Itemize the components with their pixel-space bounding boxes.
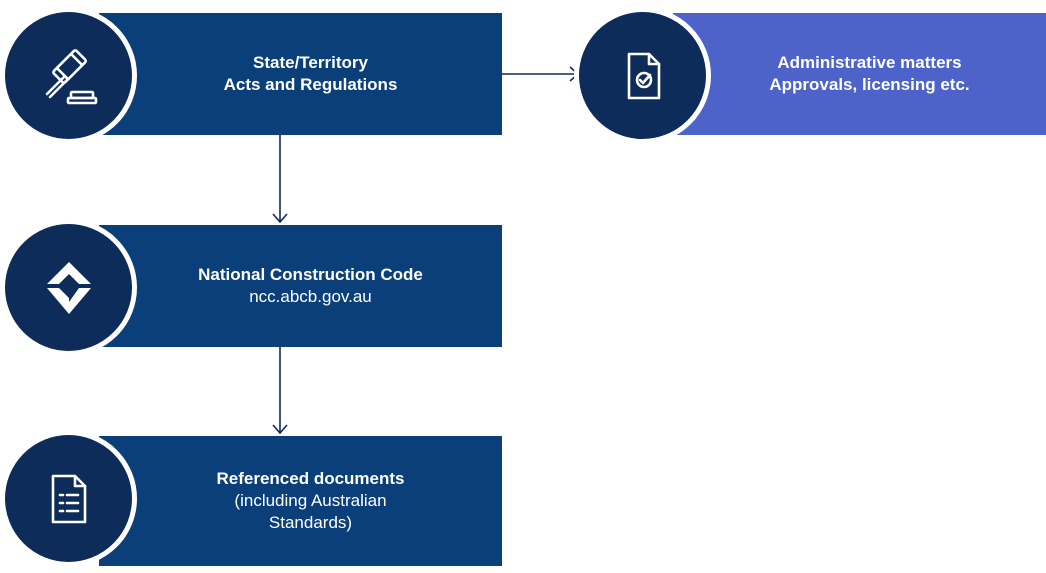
ncc-box: National Construction Code ncc.abcb.gov.… [99,225,502,347]
ncc-title: National Construction Code [198,265,423,284]
admin-box: Administrative matters Approvals, licens… [673,13,1046,135]
admin-title: Administrative matters [777,53,962,72]
acts-box: State/Territory Acts and Regulations [99,13,502,135]
node-national-construction-code: National Construction Code ncc.abcb.gov.… [0,212,505,362]
admin-icon-circle [574,7,711,144]
gavel-icon [45,48,97,104]
ncc-icon-circle [0,219,137,356]
acts-icon-circle [0,7,137,144]
refs-subtitle-line2: Standards) [268,513,353,532]
ncc-url: ncc.abcb.gov.au [249,287,372,306]
refs-subtitle: (including Australian [234,491,387,510]
refs-box: Referenced documents (including Australi… [99,436,502,566]
node-referenced-documents: Referenced documents (including Australi… [0,423,505,573]
document-check-icon [627,52,660,99]
refs-title: Referenced documents [216,469,405,488]
node-acts-regulations: State/Territory Acts and Regulations [0,0,505,150]
acts-title-line2: Acts and Regulations [223,75,398,94]
acts-title: State/Territory [253,53,368,72]
refs-icon-circle [0,430,137,567]
admin-title-line2: Approvals, licensing etc. [769,75,970,94]
abcb-logo-icon [46,261,91,314]
node-administrative-matters: Administrative matters Approvals, licens… [574,0,1046,150]
list-document-icon [51,474,86,523]
